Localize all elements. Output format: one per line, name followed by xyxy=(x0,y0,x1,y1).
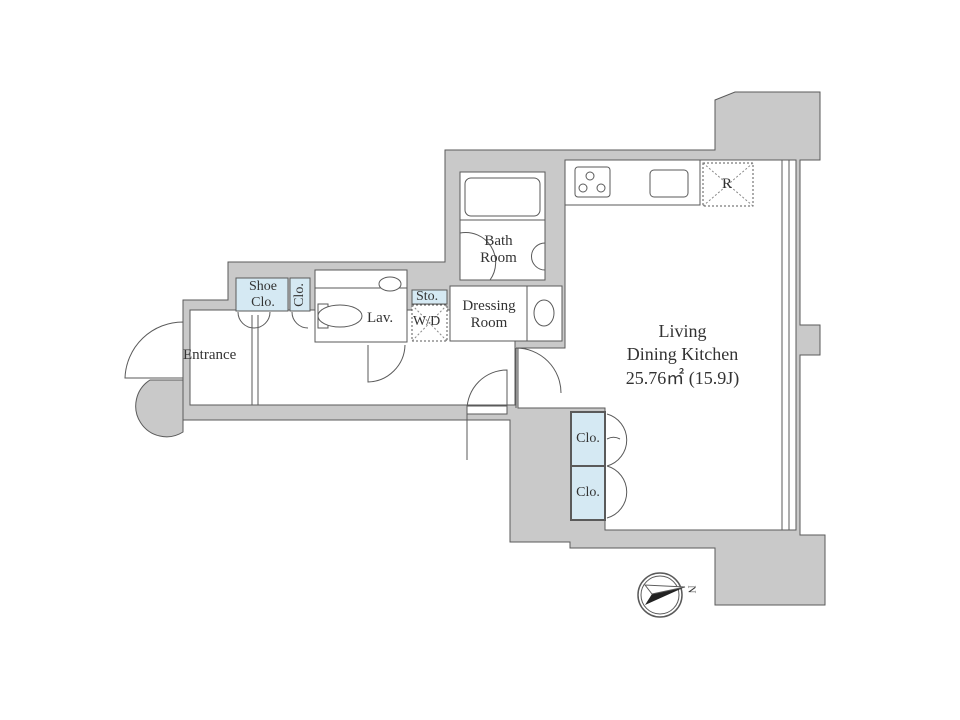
burner-icon xyxy=(596,183,606,193)
label-shoe-closet: Shoe Clo. xyxy=(238,279,288,311)
shoe-closet xyxy=(235,277,289,312)
label-closet-small: Clo. xyxy=(291,283,307,307)
closet-1 xyxy=(570,411,606,467)
closet-2 xyxy=(570,465,606,521)
burner-icon xyxy=(585,171,595,181)
label-ldk: Living Dining Kitchen 25.76㎡ (15.9J) xyxy=(600,320,765,390)
label-closet-2: Clo. xyxy=(576,485,600,500)
label-bath-line2: Room xyxy=(480,250,517,267)
compass-icon xyxy=(637,572,686,618)
bath-fixture xyxy=(531,242,546,271)
label-dressing-room: Dressing Room xyxy=(450,298,528,333)
sink-icon xyxy=(649,169,689,198)
refrigerator-cross xyxy=(702,162,754,207)
label-bath-line1: Bath xyxy=(484,233,513,249)
washer-dryer-cross xyxy=(411,304,448,342)
compass-label: N xyxy=(685,585,698,594)
label-closet-1: Clo. xyxy=(576,431,600,446)
storage xyxy=(411,289,448,305)
toilet-bowl-icon xyxy=(317,304,363,328)
label-shoe-closet-line2: Clo. xyxy=(251,295,275,311)
lavatory-door xyxy=(367,344,406,383)
closet-doors xyxy=(606,413,628,519)
stove-icon xyxy=(574,166,611,198)
label-storage: Sto. xyxy=(416,289,439,304)
pillar xyxy=(135,379,184,438)
label-shoe-closet-line1: Shoe xyxy=(249,279,277,294)
ldk-door xyxy=(466,369,508,460)
label-refrigerator: R xyxy=(722,176,733,192)
label-lavatory: Lav. xyxy=(367,310,394,326)
label-ldk-line1: Living xyxy=(658,321,707,341)
vanity-basin-icon xyxy=(533,299,555,327)
label-dressing-line1: Dressing xyxy=(462,298,516,314)
hand-basin-icon xyxy=(378,276,402,292)
label-ldk-area: 25.76㎡ (15.9J) xyxy=(625,367,740,388)
door-threshold xyxy=(466,405,508,415)
burner-icon xyxy=(578,183,588,193)
shoe-closet-doors xyxy=(237,311,309,329)
label-washer-dryer: W/D xyxy=(413,314,441,329)
label-entrance: Entrance xyxy=(183,347,237,363)
entrance-door xyxy=(124,321,184,379)
label-dressing-line2: Room xyxy=(470,315,508,332)
label-ldk-line2: Dining Kitchen xyxy=(626,344,739,365)
bathtub xyxy=(464,177,541,217)
label-bath-room: Bath Room xyxy=(476,233,521,268)
bath-door xyxy=(459,231,497,281)
closet-small xyxy=(289,277,311,312)
dressing-door xyxy=(515,347,562,408)
